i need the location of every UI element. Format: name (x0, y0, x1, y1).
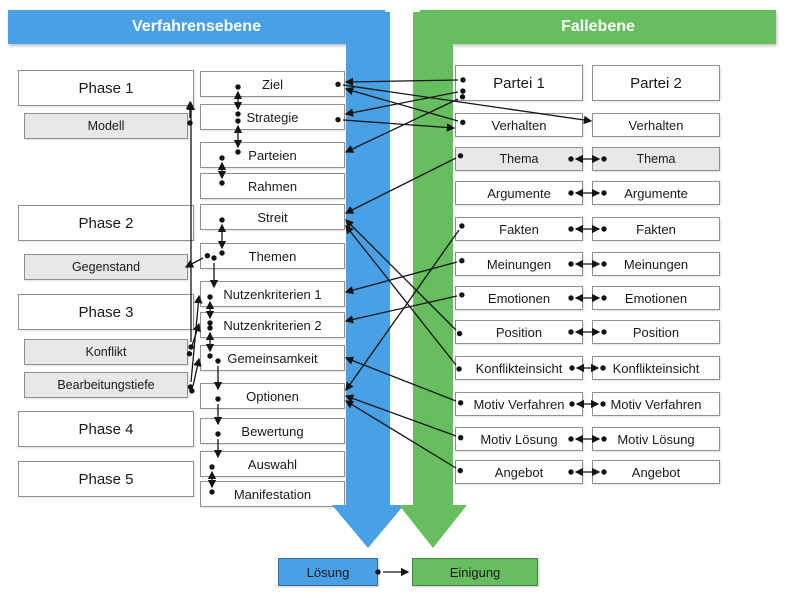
partei2-motiv-verfahren: Motiv Verfahren (592, 392, 720, 416)
verfahren-mid-ziel: Ziel (200, 71, 345, 97)
edge-dot (188, 344, 194, 350)
edge-partei1-thema-to-streit (344, 157, 457, 214)
partei2: Partei 2 (592, 65, 720, 101)
partei2-fakten: Fakten (592, 217, 720, 241)
verfahren-mid-themen: Themen (200, 243, 345, 269)
edge-partei1-meinungen-to-nutzenkriterien-1 (344, 261, 458, 295)
partei1-argumente: Argumente (455, 181, 583, 205)
edge-partei1-position-to-streit (345, 219, 457, 331)
verfahren-mid-nutzenkriterien-2: Nutzenkriterien 2 (200, 312, 345, 338)
verfahren-left-bearbeitungstiefe: Bearbeitungstiefe (24, 372, 188, 398)
partei2-motiv-loesung: Motiv Lösung (592, 427, 720, 451)
fallebene-header: Fallebene (420, 10, 776, 44)
verfahren-mid-rahmen: Rahmen (200, 173, 345, 199)
verfahrensebene-header: Verfahrensebene (8, 10, 385, 44)
edge-partei1-to-strategie (344, 91, 459, 117)
partei1-position: Position (455, 320, 583, 344)
partei1-thema: Thema (455, 147, 583, 171)
verfahren-left-phase4: Phase 4 (18, 411, 194, 447)
verfahren-left-phase2: Phase 2 (18, 205, 194, 241)
edge-partei1-konflikteinsicht-to-streit (345, 225, 457, 366)
verfahren-mid-gemeinsamkeit: Gemeinsamkeit (200, 345, 345, 371)
verfahren-left-phase1: Phase 1 (18, 70, 194, 106)
edge-dot (187, 384, 194, 390)
edge-bearbeitungstiefe-to-gemeinsamkeit (192, 357, 202, 387)
partei1-meinungen: Meinungen (455, 252, 583, 276)
verfahren-mid-manifestation: Manifestation (200, 481, 345, 507)
partei1-emotionen: Emotionen (455, 286, 583, 310)
partei2-konflikteinsicht: Konflikteinsicht (592, 356, 720, 380)
edge-partei1-fakten-to-optionen (345, 229, 460, 392)
partei2-emotionen: Emotionen (592, 286, 720, 310)
verfahren-left-modell: Modell (24, 113, 188, 139)
edge-partei1-to-parteien (344, 98, 459, 153)
edge-partei1-motiv-verfahren-to-gemeinsamkeit (344, 356, 457, 402)
loesung-box: Lösung (278, 558, 378, 586)
edge-partei1-emotionen-to-nutzenkriterien-2 (344, 295, 458, 324)
verfahren-mid-bewertung: Bewertung (200, 418, 345, 444)
verfahren-left-gegenstand: Gegenstand (24, 254, 188, 280)
partei1-motiv-loesung: Motiv Lösung (455, 427, 583, 451)
verfahren-mid-nutzenkriterien-1: Nutzenkriterien 1 (200, 281, 345, 307)
verfahren-left-phase5: Phase 5 (18, 461, 194, 497)
verfahren-mid-parteien: Parteien (200, 142, 345, 168)
partei2-angebot: Angebot (592, 460, 720, 484)
edge-partei1-angebot-to-optionen (344, 400, 457, 469)
partei1-motiv-verfahren: Motiv Verfahren (455, 392, 583, 416)
edge-dot (187, 120, 193, 126)
partei1: Partei 1 (455, 65, 583, 101)
edge-dot (189, 388, 195, 394)
partei1-verhalten: Verhalten (455, 113, 583, 137)
partei2-meinungen: Meinungen (592, 252, 720, 276)
partei1-fakten: Fakten (455, 217, 583, 241)
edge-partei1-motiv-loesung-to-optionen (344, 394, 457, 437)
verfahren-left-phase3: Phase 3 (18, 294, 194, 330)
edge-strategie-to-partei1-verhalten (342, 119, 456, 132)
partei2-verhalten: Verhalten (592, 113, 720, 137)
einigung-box: Einigung (412, 558, 538, 586)
partei2-argumente: Argumente (592, 181, 720, 205)
edge-partei1-verhalten-to-ziel (344, 86, 459, 122)
verfahren-left-konflikt: Konflikt (24, 339, 188, 365)
partei1-angebot: Angebot (455, 460, 583, 484)
verfahren-mid-streit: Streit (200, 204, 345, 230)
partei2-position: Position (592, 320, 720, 344)
partei1-konflikteinsicht: Konflikteinsicht (455, 356, 583, 380)
edge-partei1-to-ziel (344, 77, 459, 87)
verfahren-mid-optionen: Optionen (200, 383, 345, 409)
verfahren-mid-strategie: Strategie (200, 104, 345, 130)
partei2-thema: Thema (592, 147, 720, 171)
verfahren-mid-auswahl: Auswahl (200, 451, 345, 477)
